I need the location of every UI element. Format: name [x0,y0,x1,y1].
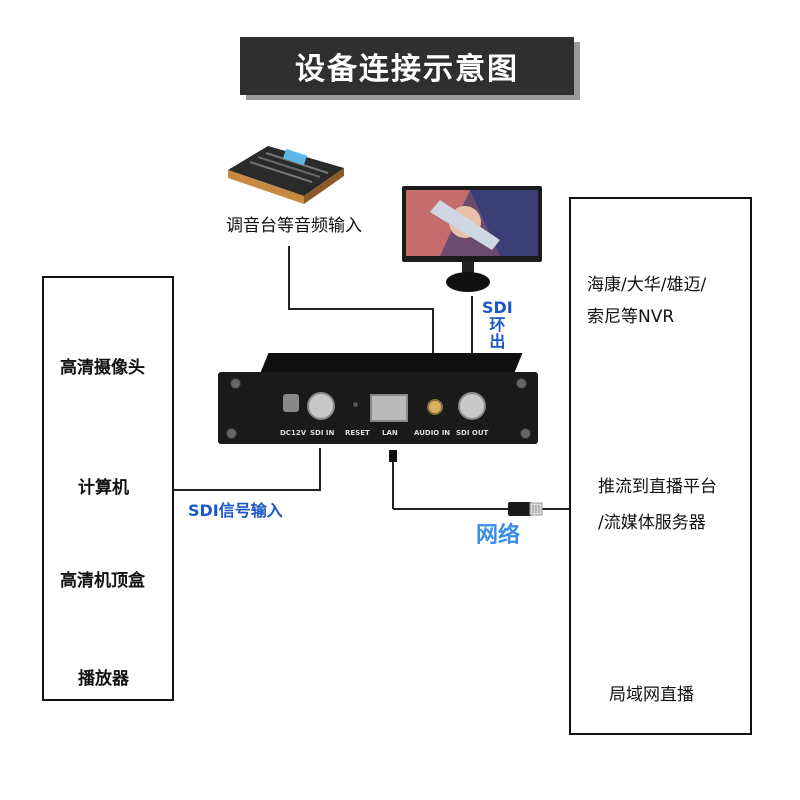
sdi-loop-label-line3: 出 [489,332,506,351]
source-label-computer: 计算机 [78,478,129,498]
rj45-plug-icon [508,502,543,516]
sdi-loop-label-line2: 环 [489,315,506,334]
source-label-settop-box: 高清机顶盒 [60,571,145,591]
diagram-title: 设备连接示意图 [240,37,574,95]
stream-label-line1: 推流到直播平台 [598,477,717,497]
audio-input-line [288,246,434,395]
encoder-device: DC12V SDI IN RESET LAN AUDIO IN SDI OUT [218,372,538,444]
audio-mixer-icon [228,146,344,204]
source-label-player: 播放器 [78,669,129,689]
lan-port-icon [370,394,408,422]
port-label-lan: LAN [382,429,398,437]
reset-button-icon [353,402,358,407]
port-label-sdi-out: SDI OUT [456,429,489,437]
port-label-sdi-in: SDI IN [310,429,335,437]
monitor-icon [402,186,542,292]
port-label-reset: RESET [345,429,370,437]
network-label: 网络 [476,523,521,548]
port-label-dc12v: DC12V [280,429,307,437]
sdi-loop-label-line1: SDI [482,298,513,317]
antenna-icon [389,450,397,462]
sdi-input-line [174,448,321,491]
port-label-audio-in: AUDIO IN [414,429,451,437]
sdi-out-connector-icon [458,392,486,420]
source-label-camera: 高清摄像头 [60,358,145,378]
nvr-label-line2: 索尼等NVR [587,307,675,327]
sdi-input-label: SDI信号输入 [188,501,283,520]
input-sources-panel [42,276,174,701]
output-targets-panel [569,197,752,735]
sdi-in-connector-icon [307,392,335,420]
dc-jack-icon [283,394,299,412]
audio-jack-icon [427,399,443,415]
nvr-label-line1: 海康/大华/雄迈/ [587,275,707,295]
stream-label-line2: /流媒体服务器 [598,513,706,533]
lan-live-label: 局域网直播 [609,685,694,705]
mixer-label: 调音台等音频输入 [226,216,362,236]
sdi-loop-label: SDI 环 出 [482,299,513,350]
